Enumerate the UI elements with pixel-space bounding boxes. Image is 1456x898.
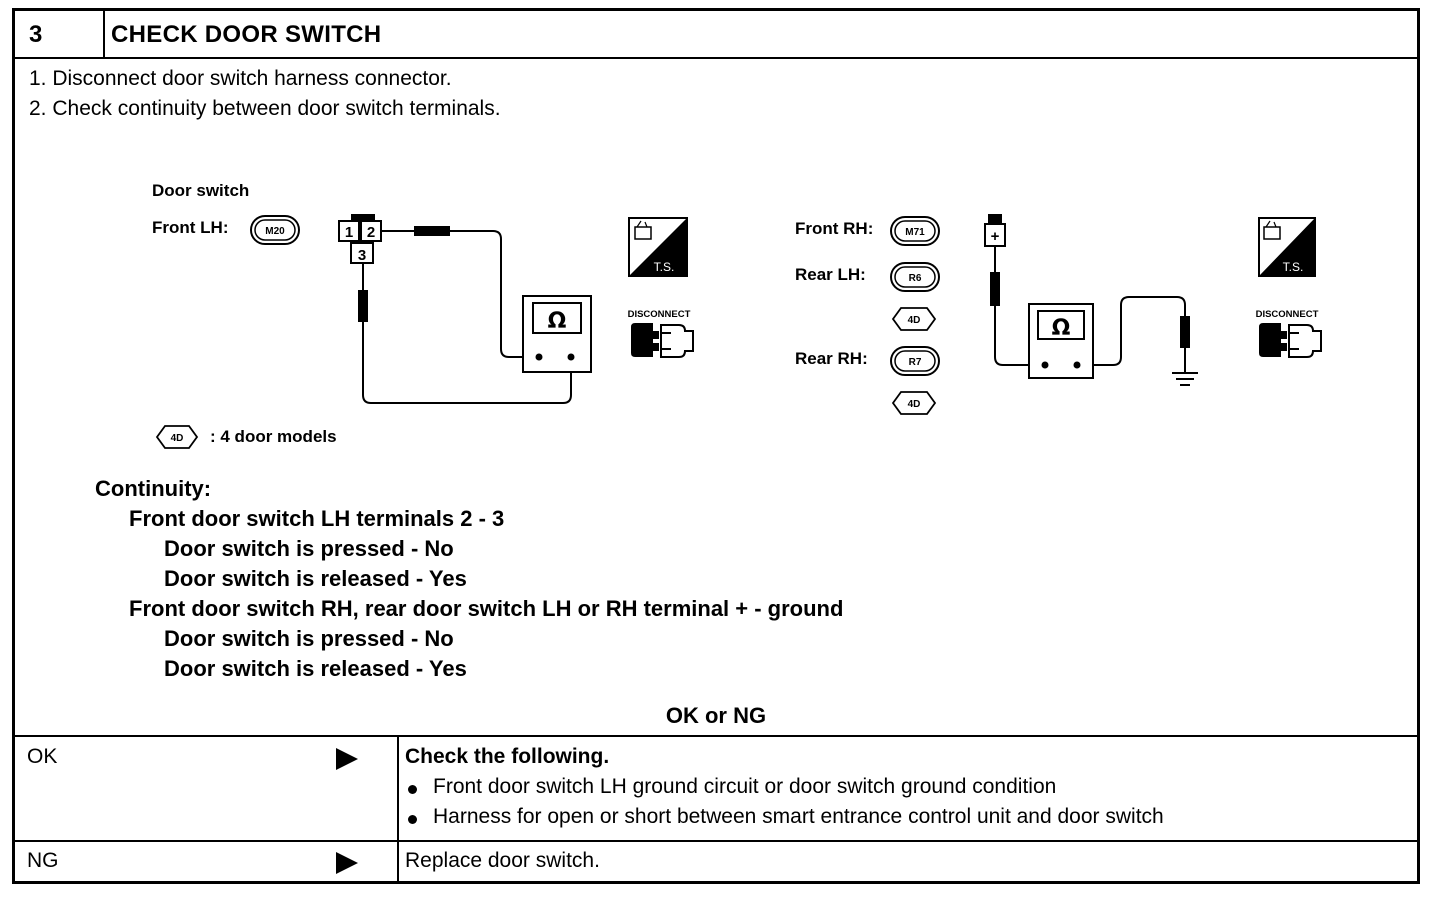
ok-item-1: Front door switch LH ground circuit or d… (433, 775, 1057, 798)
ok-arrow-icon (336, 748, 358, 770)
ng-action: Replace door switch. (405, 849, 600, 872)
left-probe-leads (358, 226, 572, 404)
svg-text:DISCONNECT: DISCONNECT (1256, 309, 1319, 320)
connector-plus: + (984, 214, 1006, 247)
ok-heading: Check the following. (405, 745, 610, 768)
svg-text:4D: 4D (171, 433, 184, 444)
door-switch-label: Door switch (152, 181, 250, 200)
front-rh-label: Front RH: (795, 219, 874, 238)
continuity-heading: Continuity: (95, 476, 212, 501)
bullet-icon (408, 815, 417, 824)
svg-text:T.S.: T.S. (654, 260, 675, 274)
ng-arrow-icon (336, 852, 358, 874)
continuity-line-2: Door switch is pressed - No (164, 536, 454, 561)
continuity-line-5: Door switch is pressed - No (164, 626, 454, 651)
results-top-rule (15, 735, 1417, 737)
instruction-2: 2. Check continuity between door switch … (29, 97, 501, 120)
connector-r6-badge: R6 (890, 262, 940, 292)
connector-m20-badge: M20 (250, 215, 300, 245)
ohmmeter-left: Ω (522, 295, 592, 373)
ts-icon-right: T.S. (1258, 217, 1316, 277)
connector-front-lh: 1 2 3 (338, 214, 382, 264)
svg-text:+: + (991, 228, 1000, 245)
svg-text:R7: R7 (909, 357, 922, 368)
svg-text:T.S.: T.S. (1283, 260, 1304, 274)
svg-text:R6: R6 (909, 273, 922, 284)
ok-ng-title: OK or NG (665, 703, 767, 728)
rear-rh-label: Rear RH: (795, 349, 868, 368)
instruction-1: 1. Disconnect door switch harness connec… (29, 67, 452, 90)
four-door-badge-rear-lh: 4D (891, 307, 937, 331)
four-door-note: : 4 door models (210, 427, 337, 446)
ng-label: NG (27, 849, 59, 872)
ts-icon: T.S. (628, 217, 688, 277)
connector-m71-badge: M71 (890, 216, 940, 246)
disconnect-icon-right: DISCONNECT (1256, 309, 1322, 358)
terminal-2-label: 2 (367, 224, 375, 241)
svg-text:M71: M71 (905, 227, 925, 238)
connector-r7-badge: R7 (890, 346, 940, 376)
rear-lh-label: Rear LH: (795, 265, 866, 284)
four-door-badge-rear-rh: 4D (891, 391, 937, 415)
disconnect-icon: DISCONNECT (628, 309, 694, 358)
ok-label: OK (27, 745, 58, 768)
continuity-line-4: Front door switch RH, rear door switch L… (129, 596, 844, 621)
svg-text:M20: M20 (265, 226, 285, 237)
step-number: 3 (29, 21, 43, 48)
bullet-icon (408, 785, 417, 794)
results-mid-rule (15, 840, 1417, 842)
ohmmeter-right: Ω (1028, 303, 1094, 379)
continuity-line-3: Door switch is released - Yes (164, 566, 467, 591)
header-divider (103, 11, 105, 57)
right-probe-leads (990, 246, 1198, 386)
ok-item-2: Harness for open or short between smart … (433, 805, 1164, 828)
step-header: 3 CHECK DOOR SWITCH (15, 11, 1417, 59)
front-lh-label: Front LH: (152, 218, 229, 237)
terminal-3-label: 3 (358, 247, 366, 264)
svg-text:4D: 4D (908, 399, 921, 410)
terminal-1-label: 1 (345, 224, 353, 241)
svg-text:4D: 4D (908, 315, 921, 326)
svg-text:DISCONNECT: DISCONNECT (628, 309, 691, 320)
four-door-badge-legend: 4D (155, 425, 199, 449)
wiring-diagram: M20 1 2 3 Ω (155, 214, 1322, 449)
results-column-divider (397, 735, 399, 881)
continuity-line-6: Door switch is released - Yes (164, 656, 467, 681)
step-title: CHECK DOOR SWITCH (111, 21, 382, 48)
ohm-symbol-right: Ω (1052, 316, 1071, 341)
continuity-line-1: Front door switch LH terminals 2 - 3 (129, 506, 505, 531)
procedure-frame: 3 CHECK DOOR SWITCH 1. Disconnect door s… (12, 8, 1420, 884)
ohm-symbol-left: Ω (548, 309, 567, 334)
